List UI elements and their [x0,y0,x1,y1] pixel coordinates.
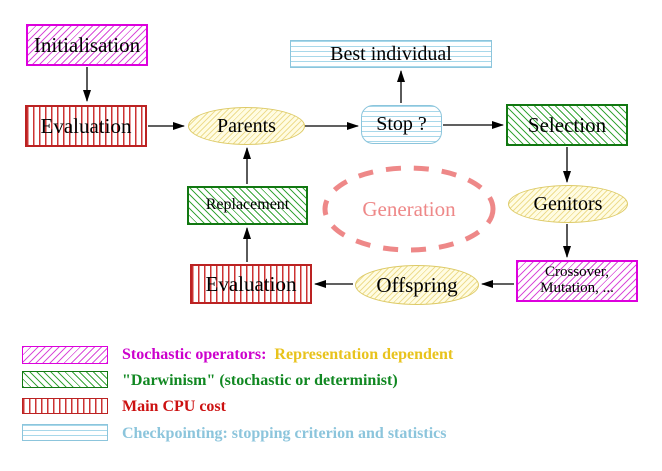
legend-swatch-cyan-horizontal-stripes [22,424,108,441]
node-evaluation-bottom: Evaluation [190,264,312,304]
node-parents-label: Parents [217,114,276,137]
node-replacement-label: Replacement [205,196,290,214]
node-crossover-label-line2: Mutation, ... [540,280,614,296]
node-offspring-label: Offspring [376,272,458,297]
legend-label-main-cpu-cost: Main CPU cost [122,398,226,415]
node-replacement: Replacement [187,186,308,225]
node-selection-label: Selection [527,112,607,137]
node-parents: Parents [188,107,305,145]
node-crossover-label-line1: Crossover, [545,264,609,281]
legend-swatch-green-diagonal-hatch [22,371,108,388]
legend-swatch-red-vertical-stripes [22,398,108,414]
node-initialisation: Initialisation [26,24,148,66]
node-selection: Selection [506,104,628,146]
legend-label-checkpointing: Checkpointing: stopping criterion and st… [122,425,447,442]
node-generation-label: Generation [362,196,456,221]
legend-label-stochastic-operators: Stochastic operators: Representation dep… [122,346,453,364]
node-evaluation-top: Evaluation [25,105,147,147]
node-genitors-label: Genitors [533,192,603,215]
node-best-individual-label: Best individual [330,42,452,65]
node-evaluation-top-label: Evaluation [40,113,132,138]
legend-text-representation-dependent: Representation dependent [274,346,454,363]
legend-label-darwinism: "Darwinism" (stochastic or determinist) [122,372,398,389]
node-stop-label: Stop ? [376,113,427,135]
node-offspring: Offspring [355,265,479,305]
node-genitors: Genitors [508,185,628,223]
legend-swatch-magenta-diagonal-hatch [22,346,108,364]
legend-text-stochastic: Stochastic operators: [122,346,267,363]
node-stop: Stop ? [361,105,442,144]
node-crossover-mutation: Crossover, Mutation, ... [516,260,638,302]
node-best-individual: Best individual [290,40,492,68]
node-initialisation-label: Initialisation [33,32,141,57]
node-evaluation-bottom-label: Evaluation [205,271,297,296]
